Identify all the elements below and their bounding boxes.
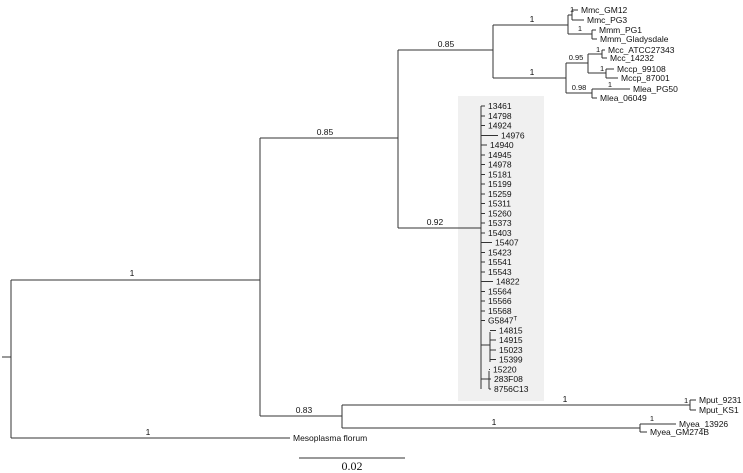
taxon-isolate: 15220 [493,364,517,374]
bootstrap-mput-pair: 1 [684,396,688,405]
taxon-myea-gm274b: Myea_GM274B [650,427,709,437]
taxon-isolate: 15541 [488,257,512,267]
taxon-mmm-gladysdale: Mmm_Gladysdale [600,34,669,44]
bootstrap-root-upper: 1 [130,268,135,278]
taxon-isolate: 15566 [488,296,512,306]
taxon-mesoplasma-florum: Mesoplasma florum [293,433,367,443]
isolate-clade-highlight [458,96,544,401]
taxon-isolate: 14822 [496,277,520,287]
taxon-isolate: 14978 [488,160,512,170]
bootstrap-mesoplasma: 1 [146,427,151,437]
bootstrap-myea-pair: 1 [650,414,654,423]
taxon-isolate: 15407 [495,238,519,248]
bootstrap-mcc-pair: 1 [596,45,600,54]
bootstrap-mccp-pair: 1 [600,64,604,73]
taxon-mcc-atcc27343: Mcc_ATCC27343 [608,45,675,55]
bootstrap-mlea-node: 0.98 [572,83,587,92]
taxon-isolate: 15543 [488,267,512,277]
taxon-isolate: 15199 [488,179,512,189]
taxon-mlea-06049: Mlea_06049 [600,93,647,103]
taxon-mmm-pg1: Mmm_PG1 [599,25,642,35]
taxon-isolate: G5847T [488,316,518,326]
taxon-mccp-99108: Mccp_99108 [617,64,666,74]
taxon-mmc-pg3: Mmc_PG3 [587,15,627,25]
taxon-isolate: 15260 [488,208,512,218]
taxon-myea-13926: Myea_13926 [679,419,728,429]
isolate-labels: 1346114798149241497614940149451497815181… [488,101,529,394]
taxon-isolate: 15311 [488,199,511,209]
taxon-isolate: 15023 [499,345,523,355]
bootstrap-mcc-mccp-mlea: 1 [530,67,535,77]
type-strain-superscript: T [514,317,518,323]
taxon-isolate: 15259 [488,189,512,199]
taxon-mlea-pg50: Mlea_PG50 [633,84,678,94]
taxon-isolate: 14915 [499,335,523,345]
bootstrap-mmc-mmm: 1 [530,14,535,24]
taxon-mmc-gm12: Mmc_GM12 [581,5,628,15]
taxon-mput-ks1: Mput_KS1 [699,405,739,415]
bootstrap-myea-branch: 1 [492,417,497,427]
taxon-isolate: 15564 [488,286,512,296]
taxon-isolate: 13461 [488,101,512,111]
taxon-isolate: 283F08 [494,374,523,384]
bootstrap-mmm-pair: 1 [578,24,582,33]
taxon-mput-9231: Mput_9231 [699,395,742,405]
taxon-isolate: 15423 [488,247,512,257]
taxon-isolate: 14976 [501,130,525,140]
taxon-isolate: 14924 [488,121,512,131]
taxon-mcc-14232: Mcc_14232 [610,53,654,63]
bootstrap-mcc-mccp: 0.95 [569,53,584,62]
taxon-isolate: 8756C13 [494,384,529,394]
taxon-isolate: 15181 [488,169,512,179]
taxon-isolate: 15399 [499,355,523,365]
taxon-isolate: 14815 [499,325,523,335]
bootstrap-isolate-clade: 0.92 [427,217,444,227]
bootstrap-mlea-pair: 1 [608,80,612,89]
taxon-mccp-87001: Mccp_87001 [621,73,670,83]
taxon-isolate: 15403 [488,228,512,238]
taxon-isolate: 14940 [490,140,514,150]
taxon-isolate: 15373 [488,218,512,228]
bootstrap-mput-branch: 1 [563,394,568,404]
taxon-isolate: 15568 [488,306,512,316]
bootstrap-mycoides-cluster: 0.85 [438,39,455,49]
bootstrap-upper-clade: 0.85 [317,127,334,137]
bootstrap-lower-clade: 0.83 [296,405,313,415]
scale-bar-label: 0.02 [342,459,363,473]
bootstrap-mmc-pair: 1 [570,5,574,14]
taxon-isolate: 14945 [488,150,512,160]
taxon-isolate: 14798 [488,111,512,121]
